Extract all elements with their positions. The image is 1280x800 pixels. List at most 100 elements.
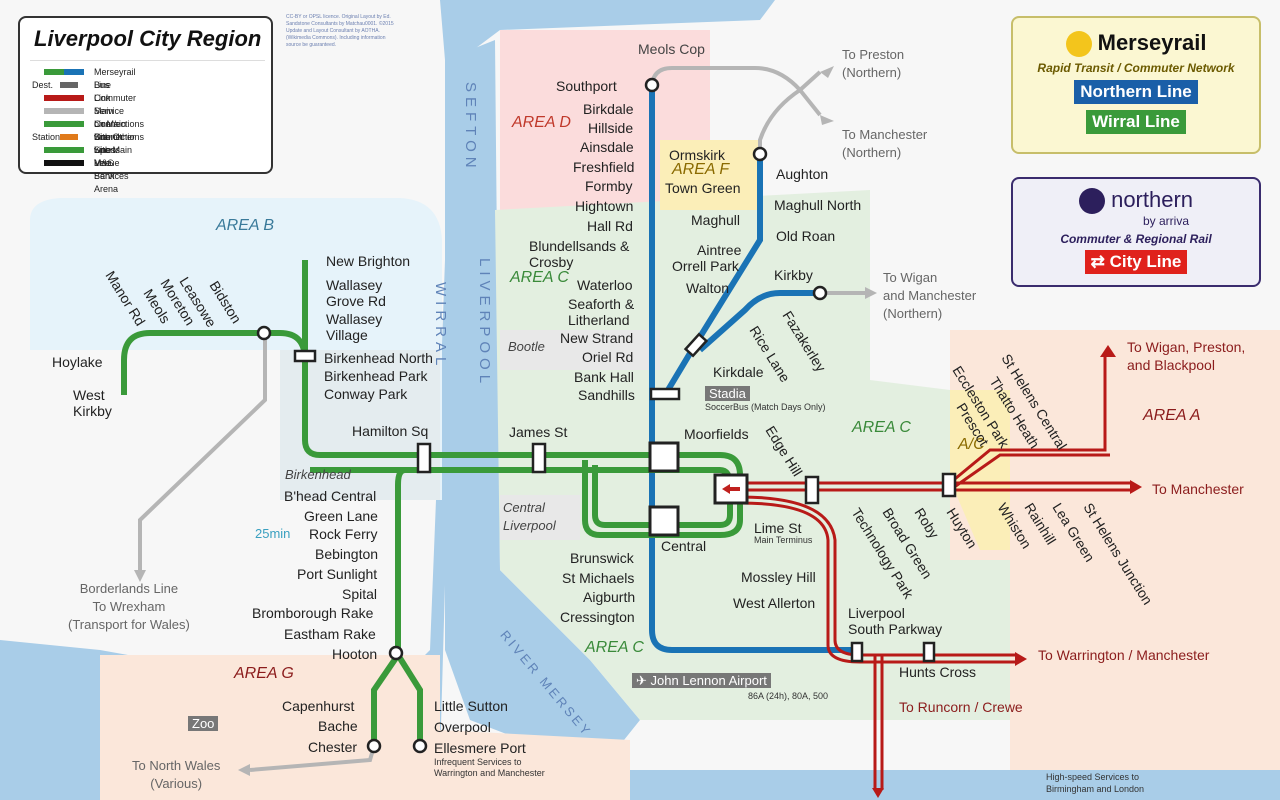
northern-logo-icon (1078, 188, 1105, 215)
station-kirkdale: Kirkdale (713, 364, 764, 380)
legend-label: Main Line / Branch Line (94, 106, 123, 155)
station-hillside: Hillside (588, 120, 634, 136)
station-hooton: Hooton (332, 646, 378, 662)
station-chester: Chester (308, 739, 358, 755)
northern-subtitle: Commuter & Regional Rail (1060, 232, 1212, 247)
station-maghull-north: Maghull North (774, 197, 862, 213)
station-waterloo: Waterloo (577, 277, 633, 293)
airport-label: ✈ John Lennon Airport (632, 673, 771, 688)
legend-label: Commuter Service on Main Line (94, 93, 137, 142)
station-bache: Bache (318, 718, 358, 734)
station-brunswick: Brunswick (570, 550, 634, 566)
destination-arrows (134, 66, 1142, 798)
station-bebington: Bebington (315, 546, 379, 562)
station-walton: Walton (686, 280, 730, 296)
area-c-label-1: AREA C (510, 269, 569, 286)
station-new-strand: New Strand (560, 330, 634, 346)
station-little-sutton: Little Sutton (434, 698, 508, 714)
bus-link-icon (60, 82, 78, 88)
station-st-michaels: St Michaels (562, 570, 635, 586)
station-hall-rd: Hall Rd (587, 218, 633, 234)
area-c-shade (495, 190, 1010, 720)
station-birkenhead-north: Birkenhead North (324, 350, 433, 366)
station-wallasey-grove: Wallasey Grove Rd (326, 277, 386, 309)
merseyrail-logo-icon (1065, 31, 1092, 58)
station-west-kirkby: West Kirkby (73, 387, 112, 419)
legend-label: Connections with Other Lines (94, 119, 145, 155)
northern-by: by arriva (1142, 214, 1189, 229)
station-overpool: Overpool (434, 719, 491, 735)
station-cressington: Cressington (560, 609, 635, 625)
highspeed-note: High-speed Services to Birmingham and Lo… (1046, 772, 1145, 794)
dest-runcorn: To Runcorn / Crewe (899, 699, 1023, 715)
station-aintree: Aintree (697, 242, 742, 258)
station-town-green: Town Green (665, 180, 741, 196)
station-new-brighton: New Brighton (326, 253, 411, 269)
merseyrail-brand: Merseyrail (1013, 30, 1259, 58)
station-freshfield: Freshfield (573, 159, 635, 175)
legend-code: Dest. (32, 80, 54, 90)
station-james-st: James St (509, 424, 568, 440)
station-west-allerton: West Allerton (733, 595, 816, 611)
legend-label: M&S Bank Arena (94, 158, 119, 194)
national-rail-icon: ⇄ (1090, 252, 1110, 272)
arena-icon (44, 160, 84, 166)
area-a-label: AREA A (1143, 407, 1201, 424)
area-f-shade (660, 140, 760, 210)
dest-manchester: To Manchester (1152, 481, 1244, 497)
ellesmere-note: Infrequent Services to Warrington and Ma… (434, 757, 545, 778)
wirral-water-label: WIRRAL (432, 282, 449, 371)
area-b-label: AREA B (216, 217, 275, 234)
area-d-label: AREA D (512, 114, 571, 131)
station-aigburth: Aigburth (583, 589, 636, 605)
station-birkenhead-park: Birkenhead Park (324, 368, 428, 384)
station-conway-park: Conway Park (324, 386, 408, 402)
station-ellesmere-port: Ellesmere Port (434, 740, 526, 756)
bootle-label: Bootle (508, 339, 545, 354)
station-moorfields: Moorfields (684, 426, 749, 442)
plane-icon: ✈ (636, 673, 651, 688)
station-green-lane: Green Lane (304, 508, 378, 524)
station-aughton: Aughton (776, 166, 829, 182)
dest-warrington: To Warrington / Manchester (1038, 647, 1210, 663)
connection-icon (44, 121, 84, 127)
area-c-label-3: AREA C (585, 639, 644, 656)
station-lime-st: Lime St (754, 520, 802, 536)
main-lines (138, 66, 865, 772)
station-bromborough-rake: Bromborough Rake (252, 605, 374, 621)
central-liverpool-label: Central Liverpool (503, 500, 556, 533)
station-orrell-park: Orrell Park (672, 258, 739, 274)
station-old-roan: Old Roan (776, 228, 836, 244)
borderlands-note: Borderlands Line To Wrexham (Transport f… (68, 581, 190, 632)
merseyrail-panel: Merseyrail Rapid Transit / Commuter Netw… (1011, 16, 1261, 154)
birkenhead-label: Birkenhead (285, 467, 351, 482)
airport-bus-note: 86A (24h), 80A, 500 (748, 691, 829, 701)
legend-code: Station (32, 132, 61, 142)
station-spital: Spital (342, 586, 378, 602)
station-hightown: Hightown (575, 198, 634, 214)
northern-line-badge: Northern Line (1074, 80, 1198, 105)
station-rock-ferry: Rock Ferry (309, 526, 378, 542)
area-g-label: AREA G (234, 665, 294, 682)
credits-text: CC-BY or OPSL licence. Original Layout b… (286, 14, 394, 48)
station-hamilton-sq: Hamilton Sq (352, 423, 429, 439)
station-capenhurst: Capenhurst (282, 698, 355, 714)
legend-label: Merseyrail Line (94, 67, 136, 90)
area-f-label: AREA F (672, 161, 730, 178)
area-ac-label: A/C (958, 436, 985, 453)
station-kirkby: Kirkby (774, 267, 813, 283)
main-line-connection-icon (60, 134, 78, 140)
station-sandhills: Sandhills (578, 387, 635, 403)
map-title: Liverpool City Region (34, 26, 262, 51)
commuter-service-icon (44, 95, 84, 101)
legend-label: Sports Venue (94, 145, 121, 168)
station-central: Central (661, 538, 707, 554)
liverpool-water-label: LIVERPOOL (476, 258, 493, 389)
northern-panel: northern by arriva Commuter & Regional R… (1011, 177, 1261, 287)
station-mossley-hill: Mossley Hill (741, 569, 816, 585)
station-birkdale: Birkdale (583, 101, 634, 117)
soccerbus-note: SoccerBus (Match Days Only) (705, 402, 826, 412)
legend-label: Bus Link (94, 80, 111, 103)
central-shade (500, 495, 580, 540)
legend-label: Connections with Main Line Services (94, 132, 145, 181)
